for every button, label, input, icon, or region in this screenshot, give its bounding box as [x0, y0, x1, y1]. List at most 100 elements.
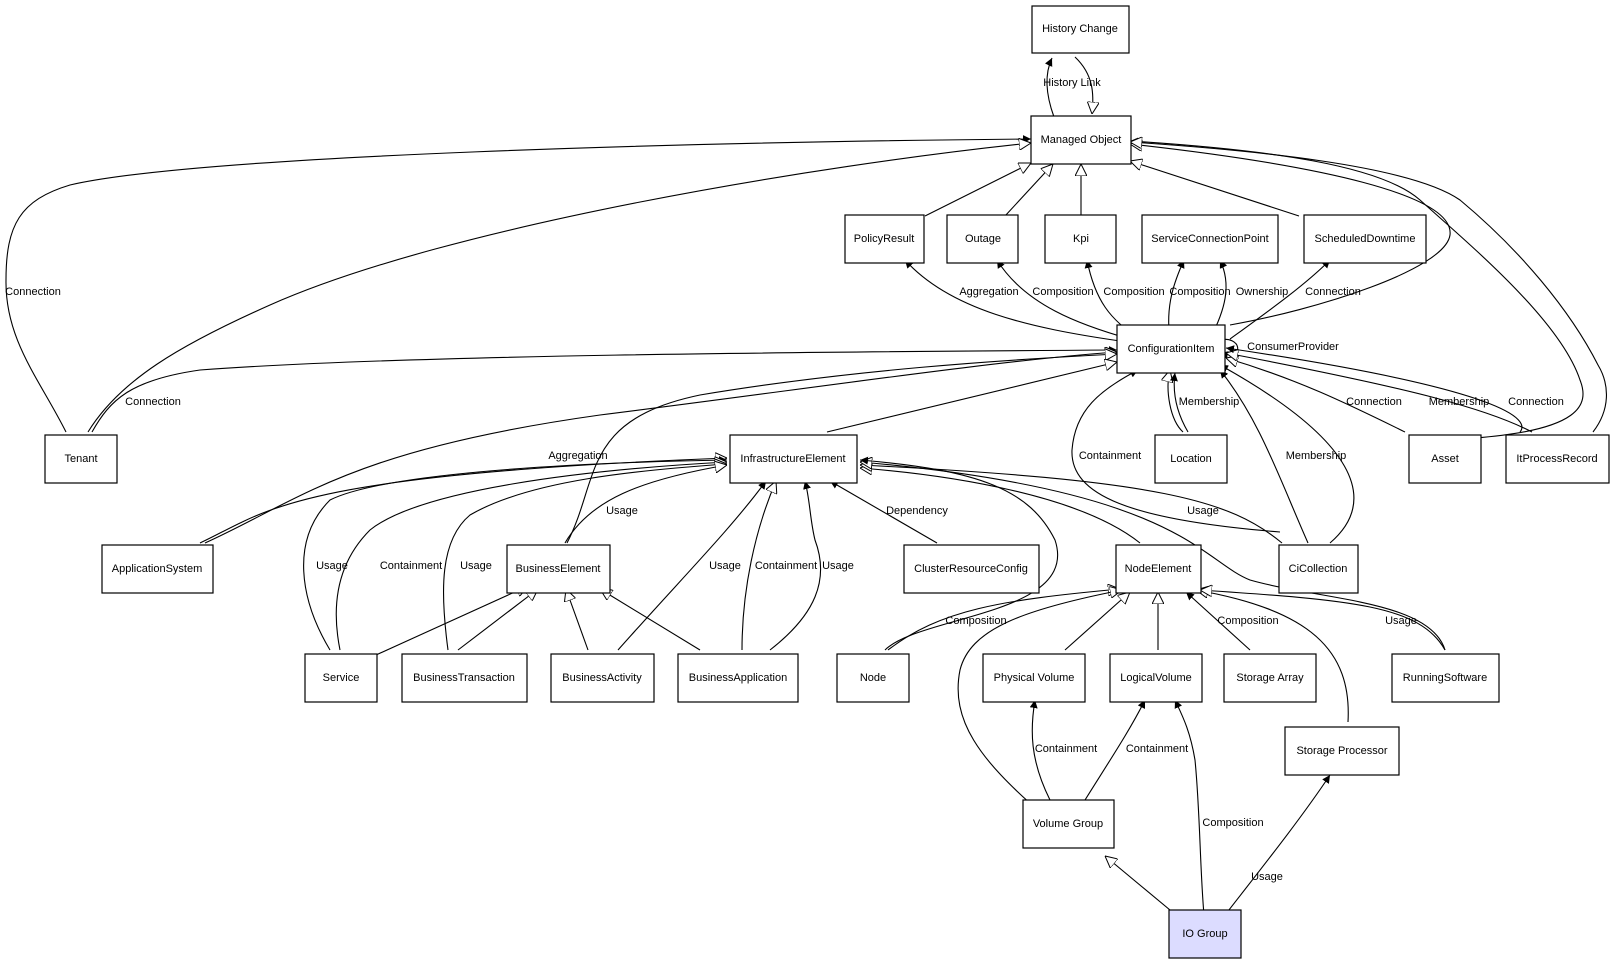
edge-labels: History Link Connection Aggregation Comp…: [5, 77, 1564, 883]
node-physical-volume[interactable]: Physical Volume: [982, 653, 1086, 703]
node-location[interactable]: Location: [1154, 434, 1228, 484]
node-cluster-resource-config[interactable]: ClusterResourceConfig: [903, 544, 1040, 594]
edge-inherit-managed-object: [924, 144, 1451, 326]
edge-label-running-software-usage: Usage: [1385, 615, 1417, 627]
node-node[interactable]: Node: [836, 653, 910, 703]
svg-text:Storage Array: Storage Array: [1236, 672, 1304, 684]
edge-label-bt-usage: Usage: [460, 560, 492, 572]
svg-text:CiCollection: CiCollection: [1289, 563, 1348, 575]
node-scheduled-downtime[interactable]: ScheduledDowntime: [1303, 214, 1427, 264]
edge-label-appsys-aggregation: Aggregation: [548, 450, 607, 462]
node-logical-volume[interactable]: LogicalVolume: [1109, 653, 1203, 703]
svg-text:ScheduledDowntime: ScheduledDowntime: [1315, 233, 1416, 245]
edge-label-storage-array-composition: Composition: [1217, 615, 1278, 627]
svg-text:Physical Volume: Physical Volume: [994, 672, 1075, 684]
node-tenant[interactable]: Tenant: [44, 434, 118, 484]
edge-history-link: [1044, 56, 1093, 118]
svg-text:Location: Location: [1170, 453, 1212, 465]
edge-label-vg-lv-containment: Containment: [1126, 743, 1188, 755]
node-business-transaction[interactable]: BusinessTransaction: [401, 653, 528, 703]
edge-tenant-ci: [91, 346, 1118, 433]
node-outage[interactable]: Outage: [946, 214, 1019, 264]
edge-label-io-sp-usage: Usage: [1251, 871, 1283, 883]
node-volume-group[interactable]: Volume Group: [1022, 799, 1115, 849]
edge-label-cluster-dependency: Dependency: [886, 505, 948, 517]
edge-into-node-element: [887, 589, 1446, 813]
edge-label-ci-scp-composition: Composition: [1169, 286, 1230, 298]
edge-inherit-ci: [204, 345, 1533, 544]
svg-text:PolicyResult: PolicyResult: [854, 233, 915, 245]
edges: [5, 56, 1607, 916]
edge-label-itpr-connection: Connection: [1508, 396, 1564, 408]
edge-label-ci-consumer-provider: ConsumerProvider: [1247, 341, 1339, 353]
edge-label-service-usage: Usage: [316, 560, 348, 572]
svg-text:ApplicationSystem: ApplicationSystem: [112, 563, 203, 575]
node-ci-collection[interactable]: CiCollection: [1278, 544, 1359, 594]
edge-label-tenant-ci-connection: Connection: [125, 396, 181, 408]
svg-text:ConfigurationItem: ConfigurationItem: [1128, 343, 1215, 355]
svg-text:ClusterResourceConfig: ClusterResourceConfig: [914, 563, 1028, 575]
node-managed-object[interactable]: Managed Object: [1030, 115, 1132, 165]
svg-text:RunningSoftware: RunningSoftware: [1403, 672, 1487, 684]
node-io-group[interactable]: IO Group: [1168, 909, 1242, 959]
edge-label-tenant-managed-object-connection: Connection: [5, 286, 61, 298]
node-history-change[interactable]: History Change: [1031, 5, 1130, 54]
edge-label-vg-pv-containment: Containment: [1035, 743, 1097, 755]
svg-text:Managed Object: Managed Object: [1041, 134, 1122, 146]
edge-label-ci-scp-ownership: Ownership: [1236, 286, 1289, 298]
svg-text:BusinessApplication: BusinessApplication: [689, 672, 787, 684]
node-running-software[interactable]: RunningSoftware: [1391, 653, 1500, 703]
svg-text:Outage: Outage: [965, 233, 1001, 245]
svg-text:LogicalVolume: LogicalVolume: [1120, 672, 1192, 684]
node-infrastructure-element[interactable]: InfrastructureElement: [729, 434, 858, 484]
node-business-activity[interactable]: BusinessActivity: [550, 653, 655, 703]
edge-label-ci-containment: Containment: [1079, 450, 1141, 462]
node-node-element[interactable]: NodeElement: [1115, 544, 1202, 594]
svg-text:Node: Node: [860, 672, 886, 684]
edge-label-bapp-usage: Usage: [822, 560, 854, 572]
node-storage-processor[interactable]: Storage Processor: [1284, 726, 1400, 776]
node-business-element[interactable]: BusinessElement: [506, 544, 611, 594]
svg-text:InfrastructureElement: InfrastructureElement: [740, 453, 845, 465]
svg-text:Volume Group: Volume Group: [1033, 818, 1103, 830]
node-service[interactable]: Service: [304, 653, 378, 703]
svg-text:BusinessElement: BusinessElement: [516, 563, 601, 575]
edge-label-ci-outage-composition: Composition: [1032, 286, 1093, 298]
svg-text:Storage Processor: Storage Processor: [1296, 745, 1387, 757]
edge-label-itpr-membership: Membership: [1429, 396, 1490, 408]
node-itprocess-record[interactable]: ItProcessRecord: [1505, 434, 1610, 484]
svg-text:IO Group: IO Group: [1182, 928, 1227, 940]
edge-label-history-link: History Link: [1043, 77, 1101, 89]
edge-asset-itpr-managed-object: [1130, 141, 1607, 439]
node-business-application[interactable]: BusinessApplication: [677, 653, 799, 703]
edge-label-ci-sd-connection: Connection: [1305, 286, 1361, 298]
edge-tenant-managed-object: [5, 135, 1031, 433]
edge-into-infrastructure-element: [199, 458, 1446, 651]
svg-text:History Change: History Change: [1042, 23, 1118, 35]
edge-label-location-membership: Membership: [1179, 396, 1240, 408]
svg-text:Asset: Asset: [1431, 453, 1459, 465]
node-kpi[interactable]: Kpi: [1044, 214, 1117, 264]
svg-text:ItProcessRecord: ItProcessRecord: [1516, 453, 1597, 465]
edge-label-ba-usage: Usage: [709, 560, 741, 572]
edge-label-cicollection-membership: Membership: [1286, 450, 1347, 462]
node-policy-result[interactable]: PolicyResult: [844, 214, 925, 264]
node-application-system[interactable]: ApplicationSystem: [101, 544, 214, 594]
edge-label-be-usage: Usage: [606, 505, 638, 517]
svg-text:BusinessTransaction: BusinessTransaction: [413, 672, 515, 684]
node-asset[interactable]: Asset: [1408, 434, 1482, 484]
edge-label-asset-connection: Connection: [1346, 396, 1402, 408]
node-storage-array[interactable]: Storage Array: [1223, 653, 1317, 703]
svg-text:Kpi: Kpi: [1073, 233, 1089, 245]
edge-label-ci-kpi-composition: Composition: [1103, 286, 1164, 298]
edge-into-business-element: [375, 586, 701, 656]
node-configuration-item[interactable]: ConfigurationItem: [1116, 324, 1226, 374]
edge-storage: [1029, 699, 1331, 916]
node-service-connection-point[interactable]: ServiceConnectionPoint: [1141, 214, 1279, 264]
svg-text:NodeElement: NodeElement: [1125, 563, 1192, 575]
edge-label-ci-policy-aggregation: Aggregation: [959, 286, 1018, 298]
svg-text:Service: Service: [323, 672, 360, 684]
edge-label-io-lv-composition: Composition: [1202, 817, 1263, 829]
nodes: History Change Managed Object PolicyResu…: [44, 5, 1610, 959]
